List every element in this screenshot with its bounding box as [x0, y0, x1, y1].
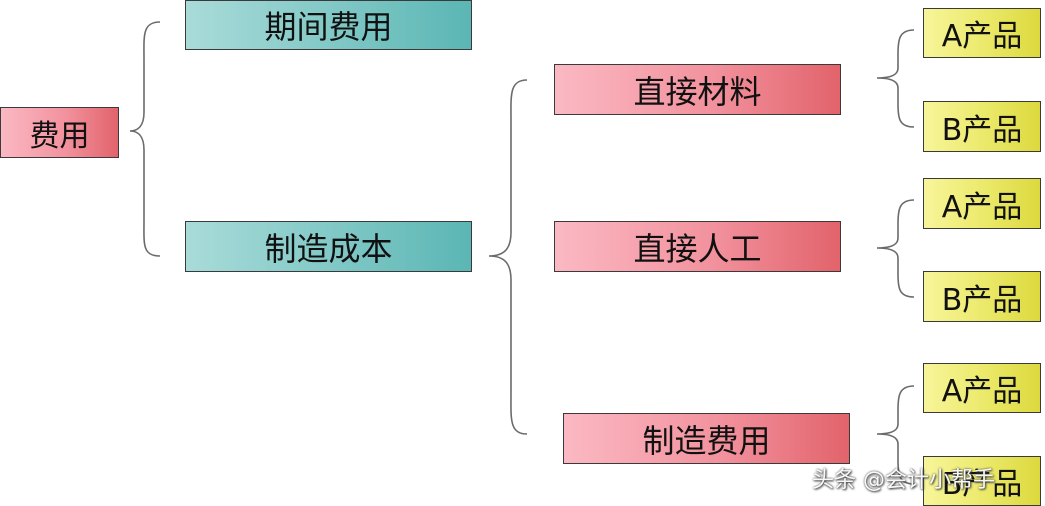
node-direct-labor-label: 直接人工 [633, 229, 762, 268]
leaf-overhead-product-a: A产品 [923, 363, 1041, 413]
node-direct-materials-label: 直接材料 [633, 72, 762, 111]
leaf-label: A产品 [941, 189, 1023, 225]
brace-overhead [876, 385, 915, 485]
leaf-materials-product-b: B产品 [923, 101, 1041, 152]
node-manufacturing-overhead: 制造费用 [563, 413, 850, 464]
node-period-expense: 期间费用 [185, 0, 472, 50]
brace-manufacturing [488, 79, 528, 435]
node-direct-labor: 直接人工 [554, 221, 841, 272]
leaf-label: B产品 [941, 282, 1023, 318]
node-period-expense-label: 期间费用 [264, 8, 393, 46]
leaf-materials-product-a: A产品 [923, 8, 1041, 58]
leaf-label: A产品 [941, 19, 1023, 54]
node-manufacturing-cost-label: 制造成本 [264, 229, 393, 268]
brace-materials [876, 29, 915, 128]
node-direct-materials: 直接材料 [554, 64, 841, 115]
node-manufacturing-cost: 制造成本 [185, 221, 472, 272]
watermark: 头条 @会计小帮手 [812, 468, 995, 493]
node-expense-label: 费用 [29, 118, 90, 154]
leaf-overhead-product-b: B产品 [923, 456, 1041, 506]
node-expense: 费用 [0, 107, 119, 158]
leaf-labor-product-a: A产品 [923, 178, 1041, 229]
node-manufacturing-overhead-label: 制造费用 [642, 421, 771, 460]
brace-labor [876, 199, 915, 298]
leaf-label: B产品 [941, 112, 1023, 148]
leaf-label: B产品 [941, 467, 1023, 502]
leaf-label: A产品 [941, 374, 1023, 409]
brace-root [129, 21, 161, 257]
leaf-labor-product-b: B产品 [923, 271, 1041, 322]
